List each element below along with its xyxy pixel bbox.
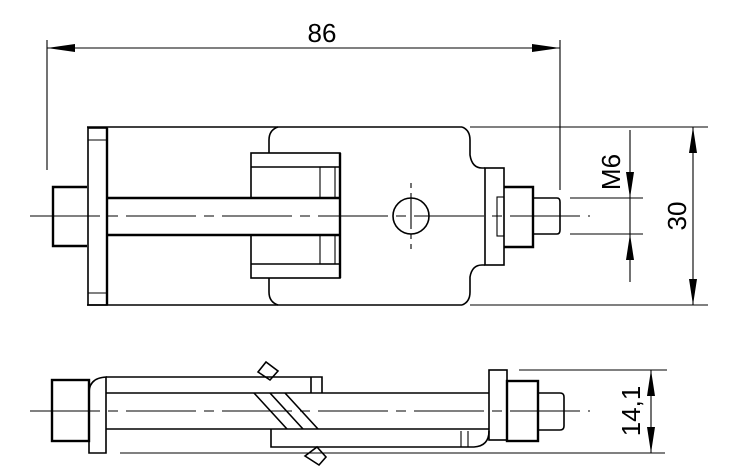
right-flange-side [488,369,508,441]
lower-nut-block [250,234,341,279]
upper-nut-block [250,152,341,199]
left-notch-top [268,126,279,153]
hex-detail [319,166,336,199]
lower-plate [270,429,490,448]
hex-detail [319,234,336,265]
arrow-icon [47,44,75,52]
top-view: 86 M6 30 [30,18,708,306]
left-notch-bottom [268,278,279,306]
dimension-m6-label: M6 [596,154,626,190]
arrow-icon [532,44,560,52]
right-notch-bottom [461,264,485,306]
side-view: 14,1 [30,360,667,467]
dimension-14-1-label: 14,1 [616,386,646,437]
arrow-icon [647,370,655,396]
arrow-icon [689,127,697,153]
wedge-tab-bottom [303,445,328,467]
dimension-30-label: 30 [662,202,692,231]
right-nut [504,185,535,249]
arrow-icon [689,279,697,305]
dimension-86-label: 86 [308,18,337,48]
arrow-icon [647,427,655,453]
arrow-icon [626,172,634,198]
left-flange-side [88,376,107,454]
arrow-icon [626,234,634,260]
wedge-tab-top [256,360,280,382]
right-notch-top [461,126,485,169]
upper-plate [106,376,323,393]
